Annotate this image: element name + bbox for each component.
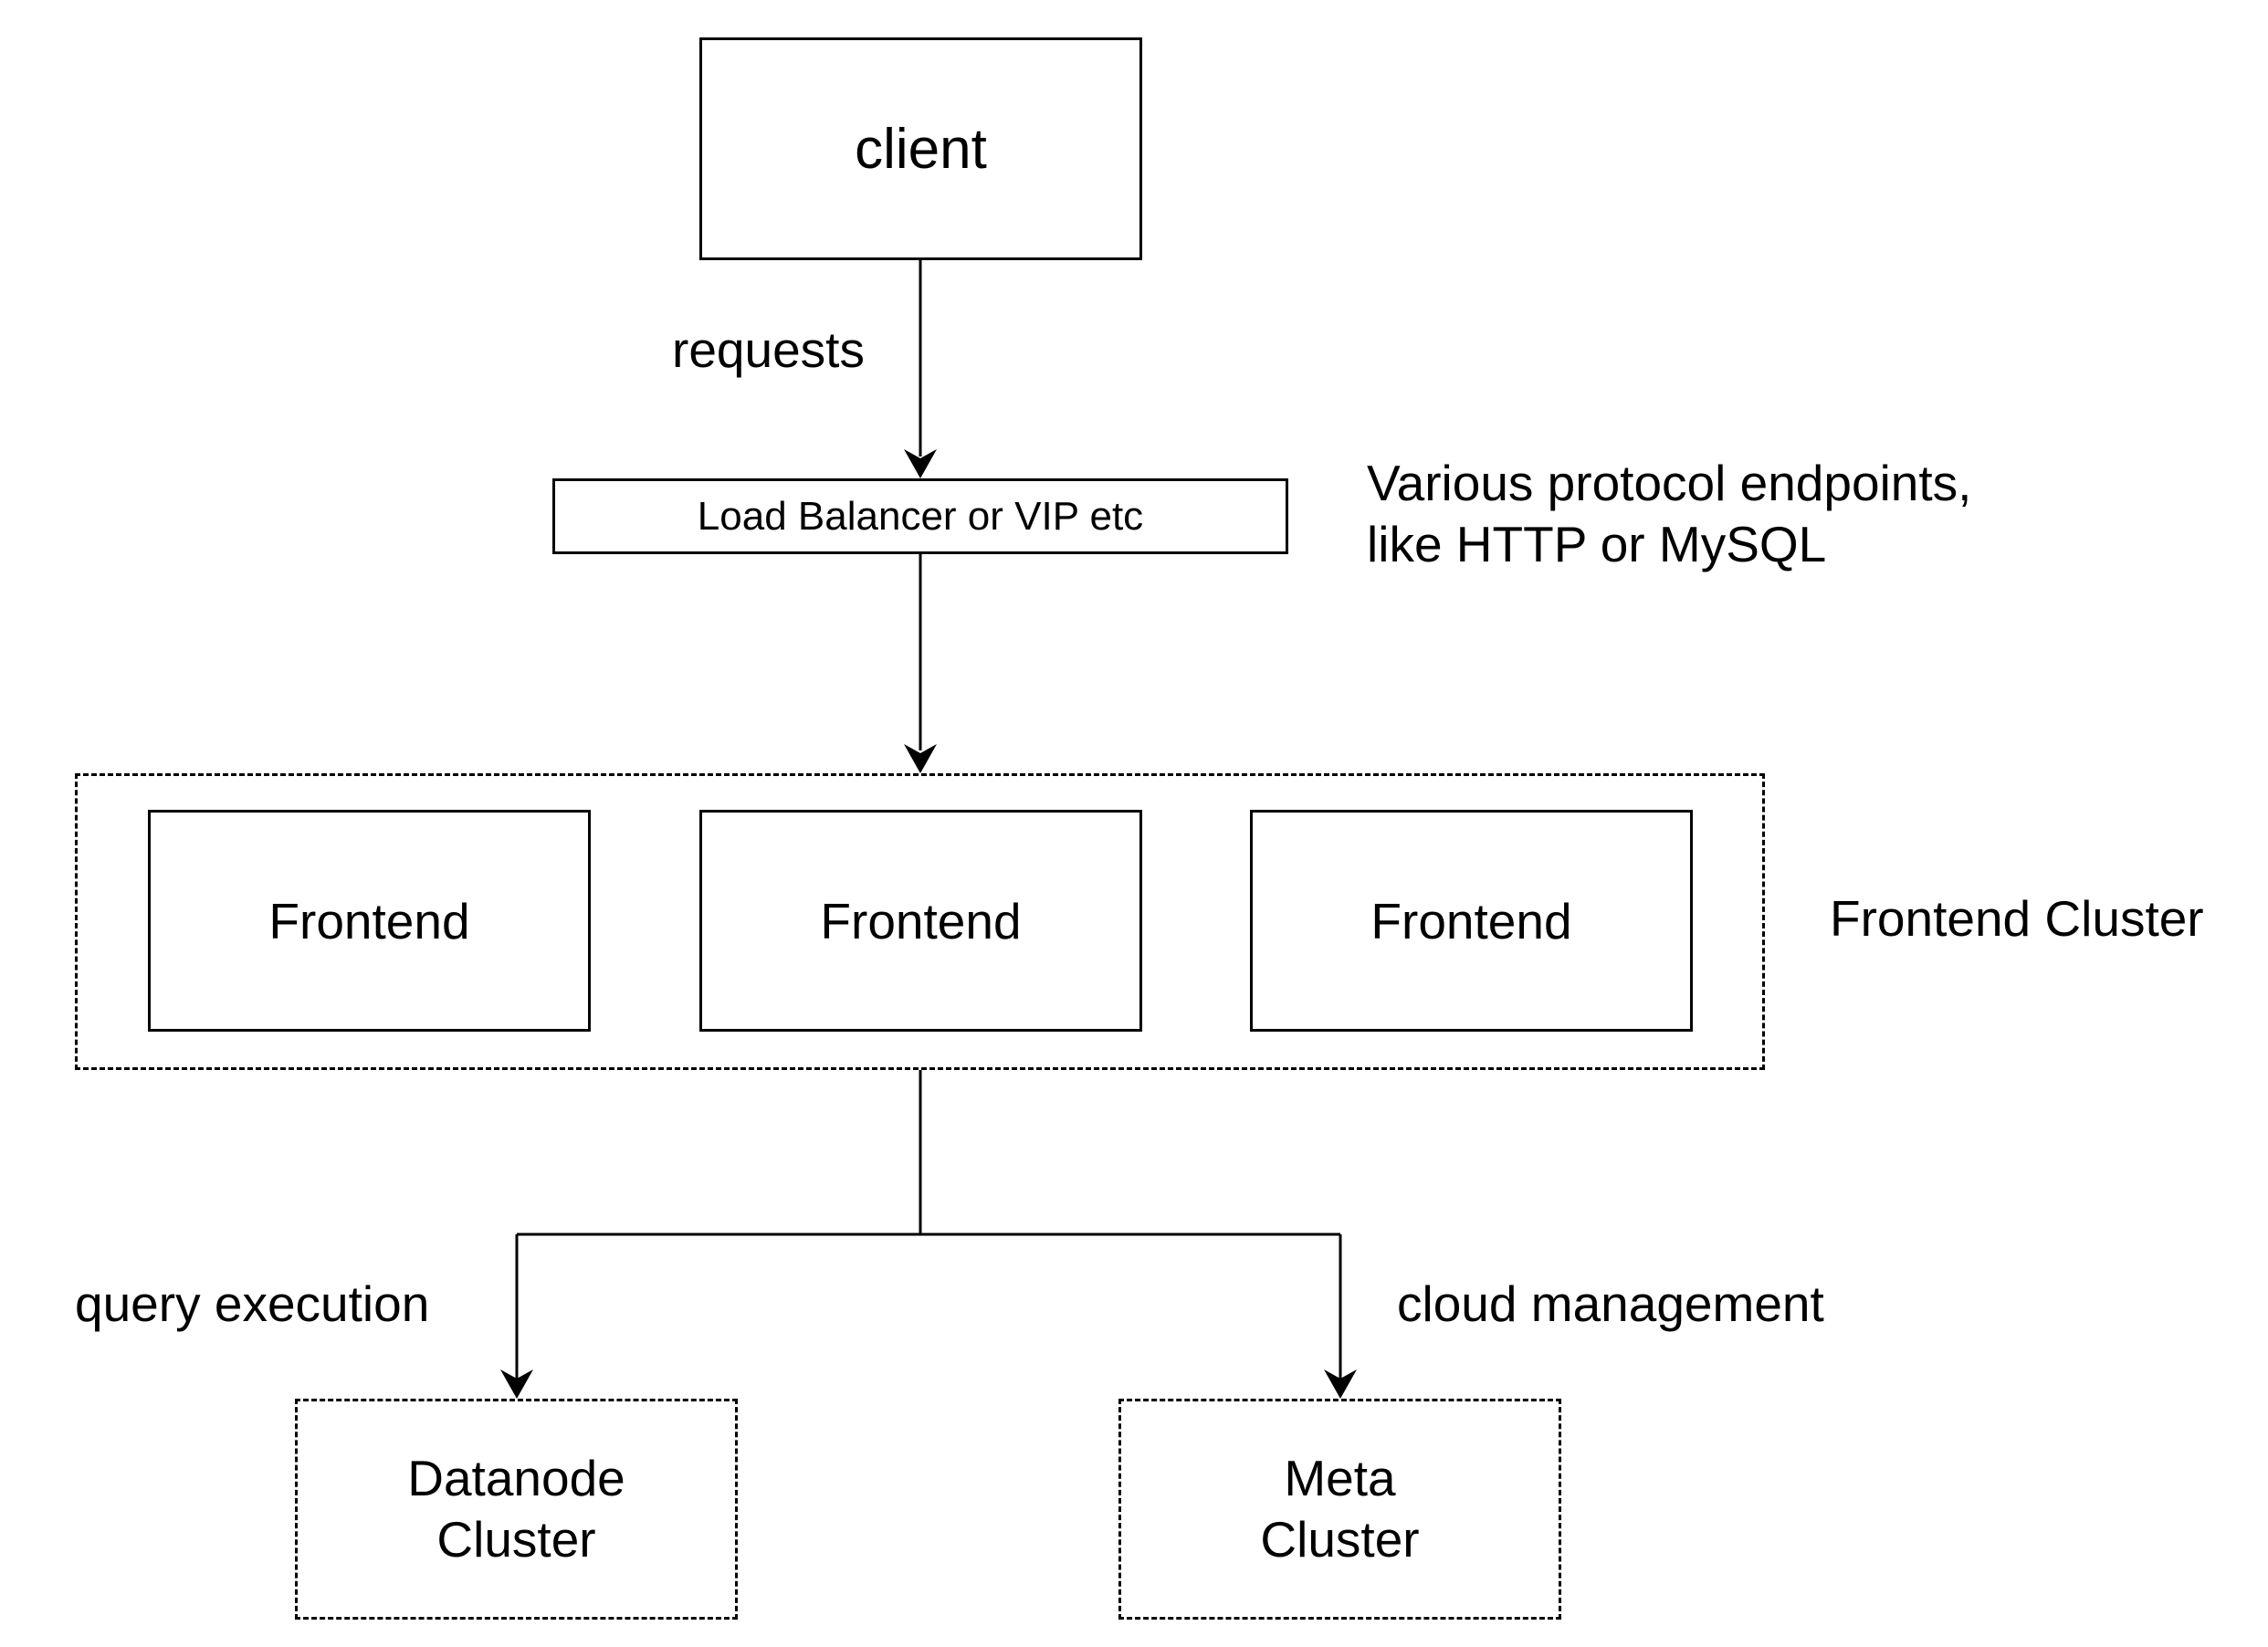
- frontend-cluster-group: [75, 773, 1765, 1070]
- frontend-label-3: Frontend: [1370, 892, 1572, 949]
- meta-cluster-text: Meta Cluster: [1260, 1448, 1419, 1570]
- client-label: client: [855, 117, 987, 181]
- protocol-endpoints-line-2: like HTTP or MySQL: [1367, 516, 1827, 573]
- frontend-label-2: Frontend: [820, 892, 1022, 949]
- meta-cluster-line-1: Meta: [1284, 1449, 1396, 1506]
- datanode-cluster-node: Datanode Cluster: [295, 1399, 738, 1620]
- datanode-cluster-line-1: Datanode: [407, 1449, 625, 1506]
- arrowhead-meta-cluster: [1324, 1369, 1357, 1399]
- frontend-label-1: Frontend: [268, 892, 470, 949]
- query-execution-label: query execution: [75, 1275, 430, 1332]
- requests-label: requests: [672, 321, 865, 378]
- frontend-node-1: Frontend: [148, 810, 591, 1032]
- frontend-node-2: Frontend: [699, 810, 1142, 1032]
- protocol-endpoints-annotation: Various protocol endpoints, like HTTP or…: [1367, 453, 1971, 575]
- frontend-node-3: Frontend: [1250, 810, 1693, 1032]
- arrowhead-datanode-cluster: [500, 1369, 533, 1399]
- datanode-cluster-line-2: Cluster: [436, 1511, 596, 1568]
- meta-cluster-line-2: Cluster: [1260, 1511, 1420, 1568]
- frontend-cluster-label: Frontend Cluster: [1830, 890, 2204, 947]
- load-balancer-label: Load Balancer or VIP etc: [697, 493, 1144, 539]
- client-node: client: [699, 37, 1142, 260]
- arrowhead-load-balancer: [904, 449, 937, 478]
- meta-cluster-node: Meta Cluster: [1118, 1399, 1561, 1620]
- datanode-cluster-text: Datanode Cluster: [407, 1448, 625, 1570]
- arrowhead-frontend-cluster: [904, 744, 937, 773]
- protocol-endpoints-line-1: Various protocol endpoints,: [1367, 455, 1972, 511]
- load-balancer-node: Load Balancer or VIP etc: [552, 478, 1288, 554]
- cloud-management-label: cloud management: [1397, 1275, 1824, 1332]
